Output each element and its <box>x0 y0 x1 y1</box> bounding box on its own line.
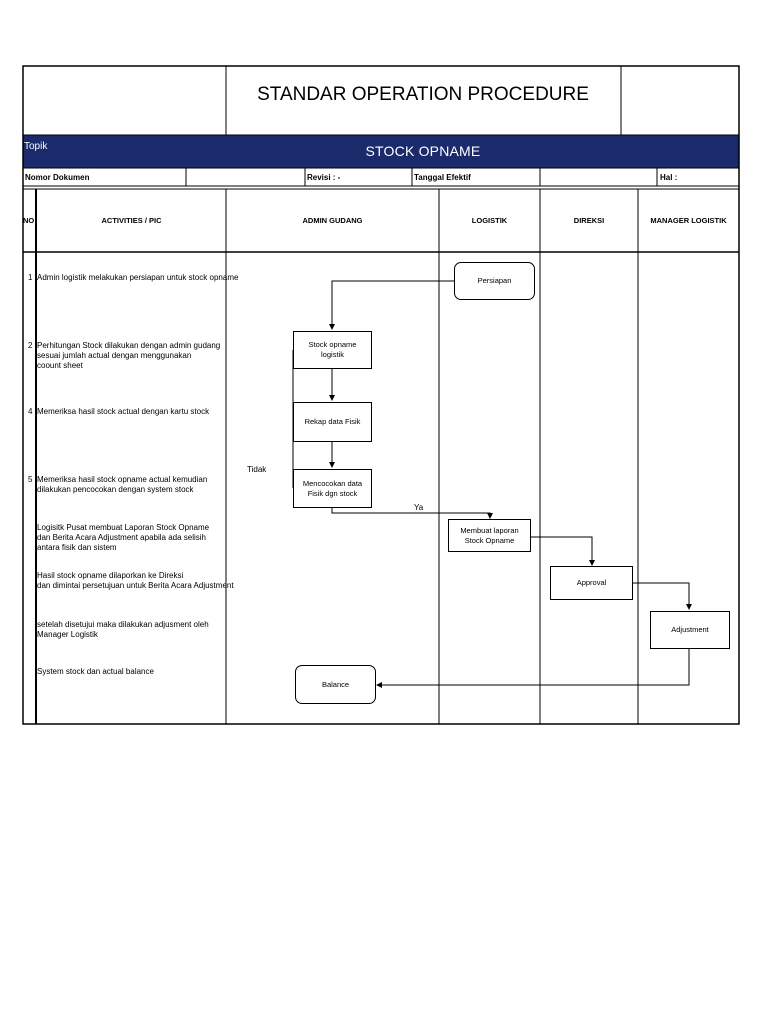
activity-text-2: Perhitungan Stock dilakukan dengan admin… <box>37 341 221 370</box>
activity-text-5: Logisitk Pusat membuat Laporan Stock Opn… <box>37 523 210 552</box>
hal-label: Hal : <box>660 173 678 182</box>
nomor-dokumen-label: Nomor Dokumen <box>25 173 90 182</box>
col-manager-logistik: MANAGER LOGISTIK <box>650 216 727 225</box>
activity-no-2: 2 <box>28 341 33 350</box>
topic-title: STOCK OPNAME <box>365 143 481 159</box>
col-admin-gudang: ADMIN GUDANG <box>302 216 363 225</box>
col-activities: ACTIVITIES / PIC <box>101 216 162 225</box>
col-no: NO <box>23 216 35 225</box>
document-title: STANDAR OPERATION PROCEDURE <box>257 84 589 105</box>
activity-text-3: Memeriksa hasil stock actual dengan kart… <box>37 407 210 416</box>
activity-no-4: 5 <box>28 475 33 484</box>
flow-label-tidak: Tidak <box>247 465 267 474</box>
flow-label-ya: Ya <box>414 503 424 512</box>
tanggal-efektif-label: Tanggal Efektif <box>414 173 471 182</box>
flow-persiapan: Persiapan <box>454 262 535 300</box>
activity-text-4: Memeriksa hasil stock opname actual kemu… <box>37 475 208 494</box>
topik-label: Topik <box>24 141 48 152</box>
activity-text-1: Admin logistik melakukan persiapan untuk… <box>37 273 239 282</box>
flow-balance: Balance <box>295 665 376 704</box>
topic-band <box>23 135 739 168</box>
activity-text-6: Hasil stock opname dilaporkan ke Direksi… <box>37 571 234 590</box>
flow-stock-opname: Stock opname logistik <box>293 331 372 369</box>
activity-text-7: setelah disetujui maka dilakukan adjusme… <box>37 620 209 639</box>
flow-approval: Approval <box>550 566 633 600</box>
activity-no-3: 4 <box>28 407 33 416</box>
flow-adjustment: Adjustment <box>650 611 730 649</box>
activity-text-8: System stock dan actual balance <box>37 667 154 676</box>
revisi-label: Revisi : - <box>307 173 341 182</box>
col-logistik: LOGISTIK <box>471 216 508 225</box>
flow-membuat-laporan: Membuat laporan Stock Opname <box>448 519 531 552</box>
flow-rekap: Rekap data Fisik <box>293 402 372 442</box>
flow-mencocokan: Mencocokan data Fisik dgn stock <box>293 469 372 508</box>
activity-no-1: 1 <box>28 273 33 282</box>
col-direksi: DIREKSI <box>573 216 605 225</box>
